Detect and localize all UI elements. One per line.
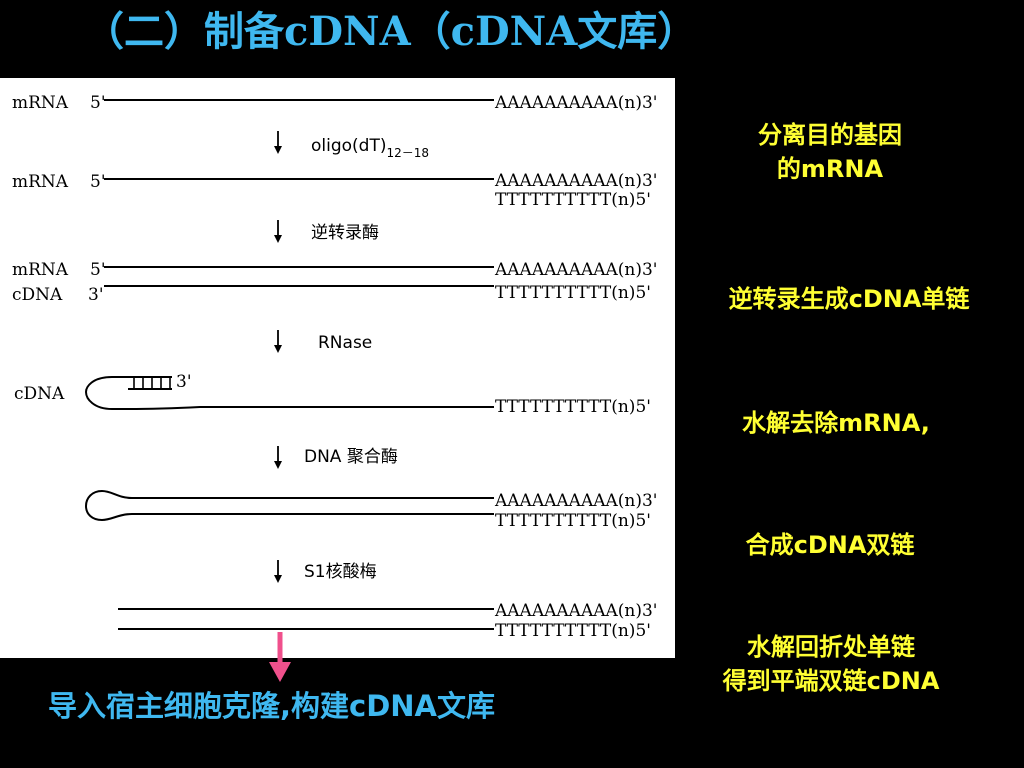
- note-line: 合成cDNA双链: [745, 531, 915, 559]
- step-label: 逆转录酶: [311, 223, 379, 243]
- cdna-label: cDNA: [12, 285, 63, 305]
- stage-blunt-cdna: AAAAAAAAAA(n)3' TTTTTTTTTT(n)5': [118, 601, 657, 641]
- step-oligo-dt: oligo(dT)12－18: [274, 131, 429, 160]
- cdna-polyt: TTTTTTTTTT(n)5': [495, 621, 651, 641]
- cdna-polyt: TTTTTTTTTT(n)5': [495, 397, 651, 417]
- mrna-5-end: 5': [90, 93, 106, 113]
- mrna-polya: AAAAAAAAAA(n)3': [494, 93, 657, 113]
- down-arrow-icon: [274, 330, 282, 353]
- step-rnase: RNase: [274, 330, 372, 353]
- down-arrow-icon: [274, 220, 282, 243]
- note-line: 得到平端双链cDNA: [722, 667, 940, 695]
- hairpin-duplex: [84, 489, 494, 522]
- stage-mrna: mRNA 5' AAAAAAAAAA(n)3': [12, 93, 657, 113]
- note-synthesize-double: 合成cDNA双链: [710, 528, 950, 562]
- note-line: 的mRNA: [776, 155, 884, 183]
- note-line: 分离目的基因: [758, 121, 902, 149]
- mrna-5-end: 5': [90, 260, 106, 280]
- cdna-polyt: TTTTTTTTTT(n)5': [495, 511, 651, 531]
- mrna-5-end: 5': [90, 172, 106, 192]
- figure-svg: mRNA 5' AAAAAAAAAA(n)3' oligo(dT)12－18 m…: [12, 93, 657, 641]
- cdna-3-end: 3': [88, 285, 104, 305]
- down-arrow-icon: [274, 131, 282, 154]
- step-label: RNase: [318, 333, 372, 353]
- step-reverse-transcriptase: 逆转录酶: [274, 220, 379, 243]
- cdna-polya: AAAAAAAAAA(n)3': [494, 601, 657, 621]
- note-reverse-transcription: 逆转录生成cDNA单链: [690, 282, 1008, 316]
- stage-double-hairpin: AAAAAAAAAA(n)3' TTTTTTTTTT(n)5': [84, 489, 657, 531]
- hairpin-3-end: 3': [176, 372, 192, 392]
- note-remove-mrna: 水解去除mRNA,: [716, 406, 956, 440]
- step-label: S1核酸梅: [304, 562, 377, 582]
- mrna-polya: AAAAAAAAAA(n)3': [494, 260, 657, 280]
- mrna-label: mRNA: [12, 93, 69, 113]
- step-s1-nuclease: S1核酸梅: [274, 560, 377, 583]
- note-line: 水解回折处单链: [747, 633, 915, 661]
- down-arrow-icon: [274, 560, 282, 583]
- down-arrow-icon: [274, 446, 282, 469]
- stage-mrna-primer: mRNA 5' AAAAAAAAAA(n)3' TTTTTTTTTT(n)5': [12, 171, 657, 210]
- mrna-polya: AAAAAAAAAA(n)3': [494, 171, 657, 191]
- oligo-polyt: TTTTTTTTTT(n)5': [495, 190, 651, 210]
- hairpin-strand: [84, 376, 494, 410]
- mrna-label: mRNA: [12, 260, 69, 280]
- step-label: oligo(dT)12－18: [311, 136, 429, 160]
- pink-down-arrow-icon: [269, 632, 291, 682]
- note-line: 水解去除mRNA,: [742, 409, 930, 437]
- note-blunt-end: 水解回折处单链 得到平端双链cDNA: [688, 630, 974, 698]
- hairpin-base-pairs: [133, 377, 171, 389]
- slide-title: （二）制备cDNA（cDNA文库）: [84, 8, 698, 55]
- mrna-label: mRNA: [12, 172, 69, 192]
- step-label: DNA 聚合酶: [304, 447, 398, 467]
- step-dna-polymerase: DNA 聚合酶: [274, 446, 398, 469]
- stage-hybrid: mRNA 5' AAAAAAAAAA(n)3' cDNA 3' TTTTTTTT…: [12, 260, 657, 305]
- cdna-library-caption: 导入宿主细胞克隆,构建cDNA文库: [48, 689, 495, 723]
- note-isolate-mrna: 分离目的基因 的mRNA: [710, 118, 950, 186]
- cdna-label: cDNA: [14, 384, 65, 404]
- cdna-polya: AAAAAAAAAA(n)3': [494, 491, 657, 511]
- stage-single-cdna: cDNA 3' TTTTTTTTTT(n)5': [14, 372, 651, 417]
- cdna-preparation-figure: mRNA 5' AAAAAAAAAA(n)3' oligo(dT)12－18 m…: [0, 78, 675, 658]
- note-line: 逆转录生成cDNA单链: [728, 285, 970, 313]
- cdna-polyt: TTTTTTTTTT(n)5': [495, 283, 651, 303]
